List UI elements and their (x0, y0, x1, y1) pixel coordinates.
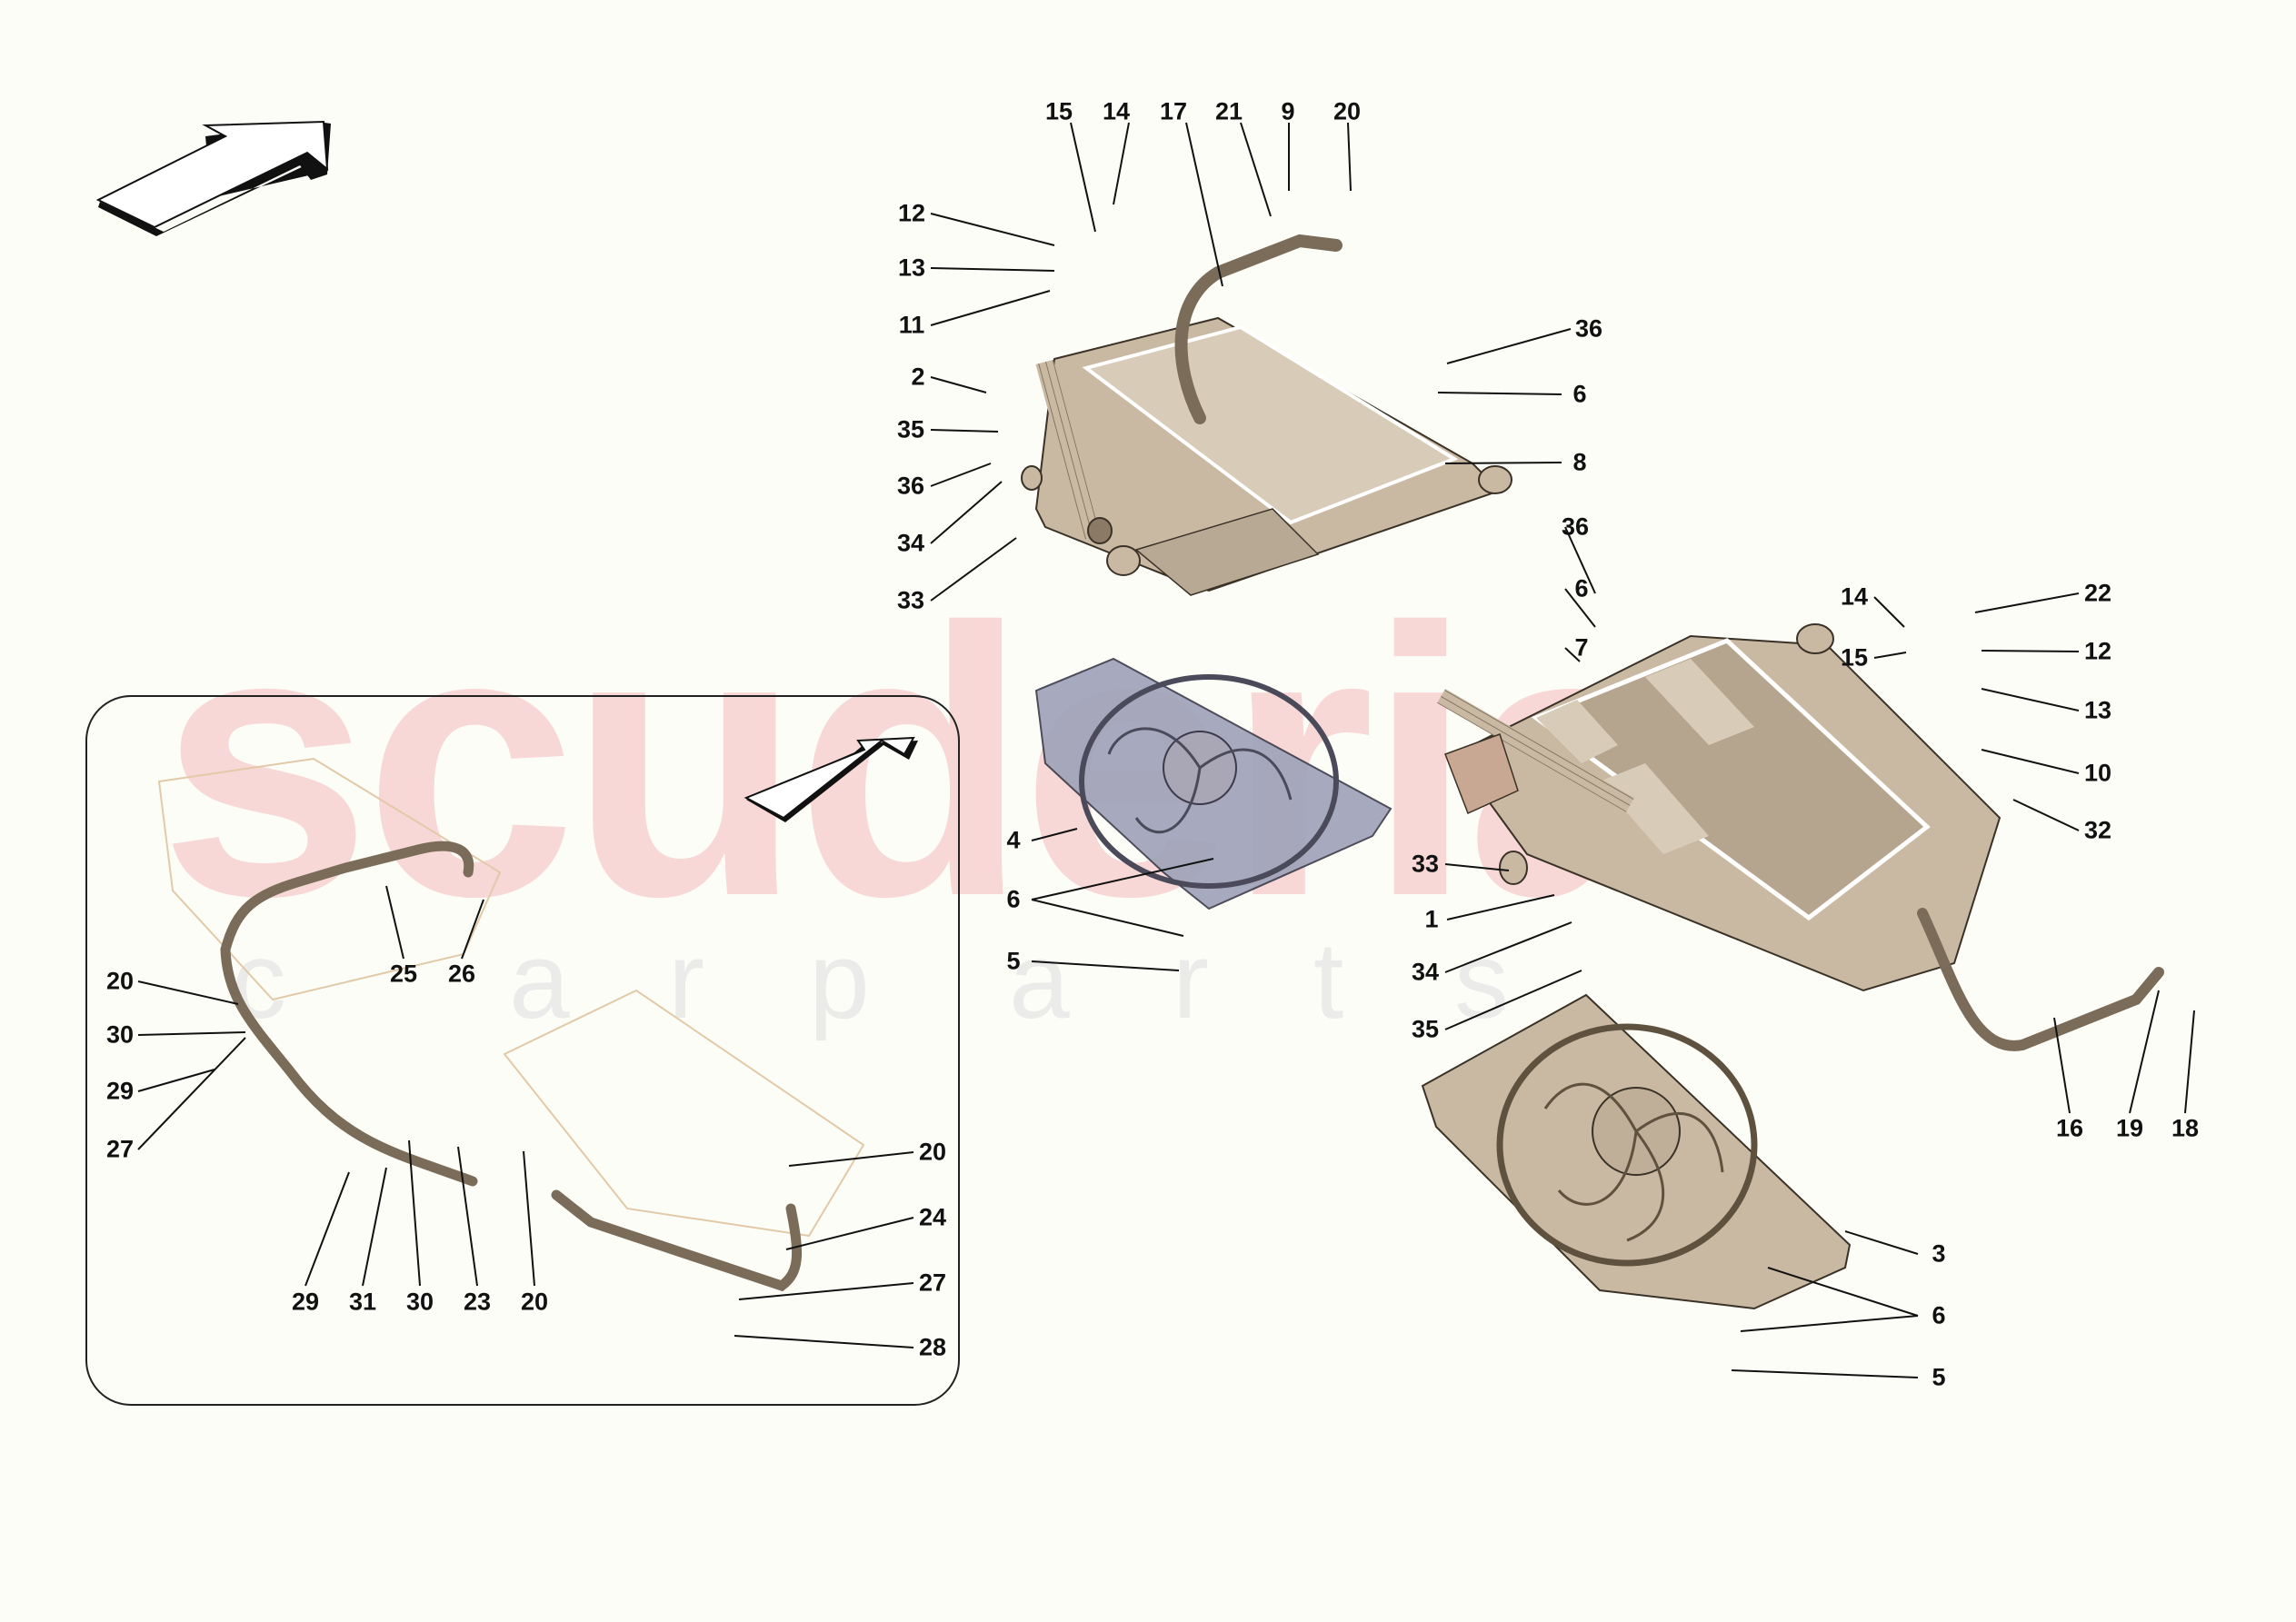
callout-label[interactable]: 35 (896, 415, 925, 443)
callout-label[interactable]: 1 (1424, 905, 1439, 933)
callout-label[interactable]: 6 (1006, 885, 1021, 913)
callout-label[interactable]: 27 (105, 1135, 135, 1163)
callout-label[interactable]: 35 (1411, 1015, 1440, 1043)
bottom-radiator (1437, 623, 2164, 1051)
callout-label[interactable]: 6 (1572, 380, 1587, 408)
callout-label[interactable]: 36 (896, 472, 925, 500)
callout-label[interactable]: 22 (2083, 579, 2112, 607)
callout-label[interactable]: 20 (105, 967, 135, 995)
callout-label[interactable]: 4 (1006, 826, 1021, 854)
callout-label[interactable]: 17 (1159, 97, 1188, 125)
callout-label[interactable]: 36 (1561, 512, 1590, 541)
inset-detail-frame (85, 695, 960, 1406)
callout-label[interactable]: 6 (1932, 1301, 1946, 1329)
callout-label[interactable]: 7 (1574, 633, 1589, 662)
callout-label[interactable]: 33 (1411, 850, 1440, 878)
callout-label[interactable]: 20 (1333, 97, 1362, 125)
callout-label[interactable]: 34 (896, 529, 925, 557)
callout-label[interactable]: 34 (1411, 958, 1440, 986)
callout-label[interactable]: 12 (2083, 637, 2112, 665)
top-radiator (1021, 234, 1512, 596)
callout-label[interactable]: 16 (2055, 1114, 2084, 1142)
callout-label[interactable]: 12 (897, 199, 926, 227)
callout-label[interactable]: 30 (105, 1020, 135, 1049)
direction-arrow-icon (95, 120, 331, 236)
callout-label[interactable]: 5 (1006, 947, 1021, 975)
callout-label[interactable]: 8 (1572, 448, 1587, 476)
inset-hoses (220, 841, 803, 1292)
callout-label[interactable]: 2 (911, 363, 925, 391)
callout-label[interactable]: 15 (1840, 643, 1869, 672)
callout-label[interactable]: 6 (1574, 574, 1589, 602)
callout-label[interactable]: 18 (2171, 1114, 2200, 1142)
callout-label[interactable]: 9 (1281, 97, 1295, 125)
callout-label[interactable]: 20 (918, 1138, 947, 1166)
callout-label[interactable]: 3 (1932, 1239, 1946, 1268)
callout-label[interactable]: 23 (463, 1288, 492, 1316)
callout-label[interactable]: 26 (447, 960, 476, 988)
callout-label[interactable]: 14 (1840, 582, 1869, 611)
inset-direction-arrow-icon (744, 736, 918, 822)
callout-label[interactable]: 13 (897, 254, 926, 282)
callout-label[interactable]: 31 (348, 1288, 377, 1316)
callout-label[interactable]: 29 (291, 1288, 320, 1316)
callout-label[interactable]: 30 (405, 1288, 434, 1316)
callout-label[interactable]: 13 (2083, 696, 2112, 724)
bottom-fan-shroud (1421, 993, 1852, 1310)
callout-label[interactable]: 19 (2115, 1114, 2144, 1142)
callout-label[interactable]: 11 (898, 311, 925, 339)
top-fan-shroud (1034, 657, 1393, 911)
callout-label[interactable]: 25 (389, 960, 418, 988)
callout-label[interactable]: 10 (2083, 759, 2112, 787)
callout-label[interactable]: 15 (1044, 97, 1073, 125)
callout-label[interactable]: 32 (2083, 816, 2112, 844)
callout-label[interactable]: 36 (1574, 314, 1603, 343)
callout-label[interactable]: 33 (896, 586, 925, 614)
callout-label[interactable]: 14 (1102, 97, 1131, 125)
callout-label[interactable]: 27 (918, 1269, 947, 1297)
callout-label[interactable]: 5 (1932, 1363, 1946, 1391)
callout-label[interactable]: 21 (1214, 97, 1243, 125)
callout-label[interactable]: 20 (520, 1288, 549, 1316)
callout-label[interactable]: 28 (918, 1333, 947, 1361)
callout-label[interactable]: 24 (918, 1203, 947, 1231)
callout-label[interactable]: 29 (105, 1077, 135, 1105)
